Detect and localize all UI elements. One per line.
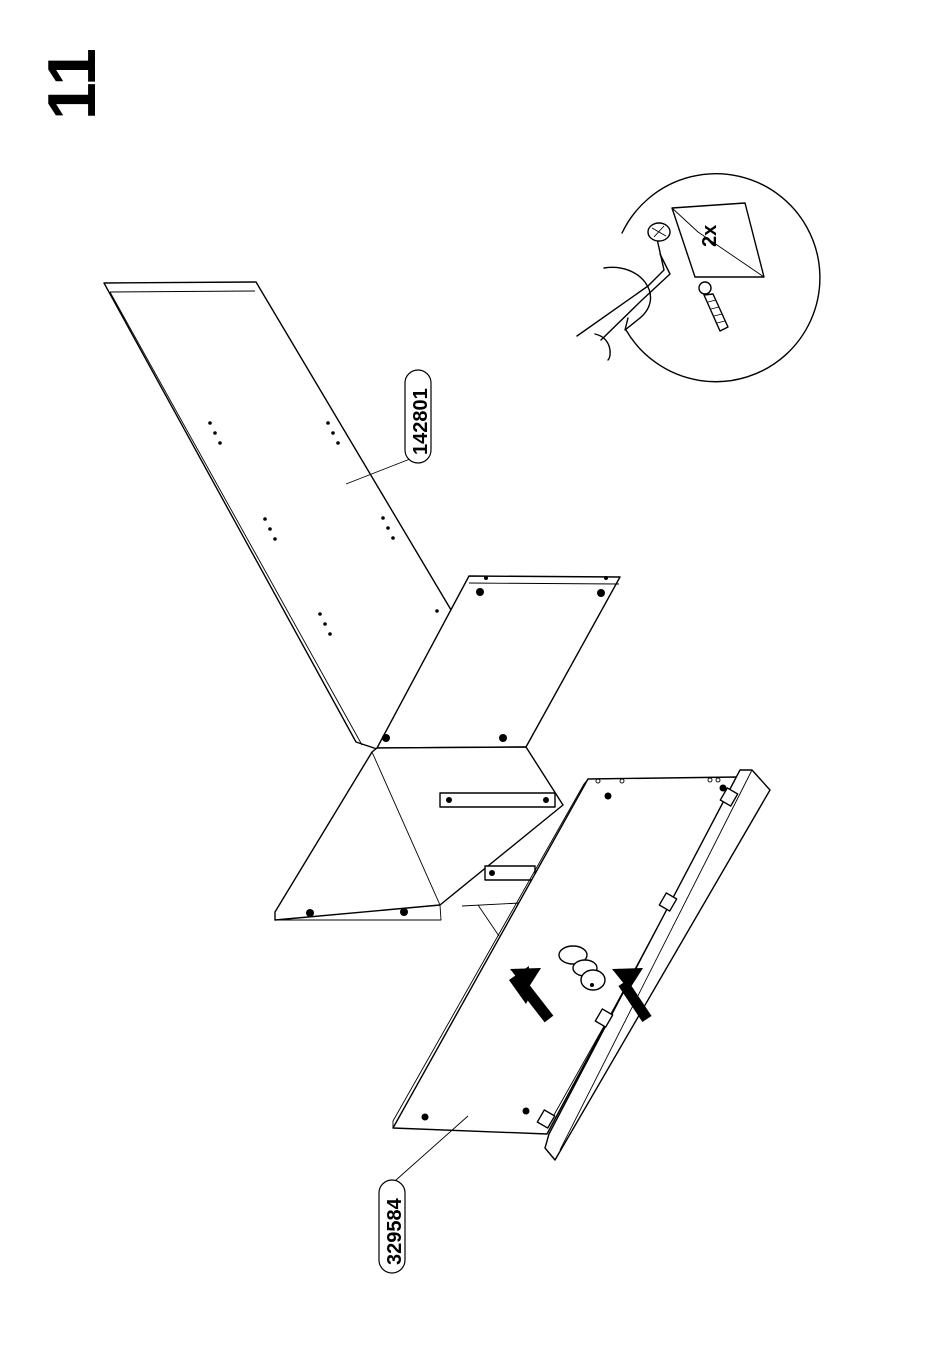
top-panel [104, 282, 460, 749]
detail-callout: 2x [577, 174, 820, 382]
step-number-group: 11 [34, 48, 110, 120]
bottom-panel-id: 329584 [384, 1197, 406, 1265]
top-panel-id: 142801 [410, 388, 432, 455]
step-number: 11 [34, 48, 110, 120]
rail-upper [440, 793, 555, 807]
screwdriver-icon [577, 223, 670, 360]
quantity-label: 2x [699, 225, 721, 247]
label-bottom-panel: 329584 [379, 1116, 468, 1273]
rail-lower [485, 866, 535, 880]
screw-icon [699, 282, 728, 331]
